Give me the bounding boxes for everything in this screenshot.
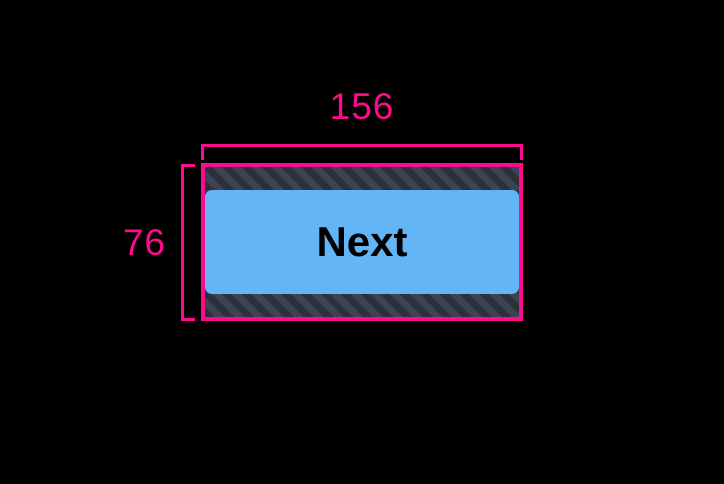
- width-dimension-label: 156: [329, 86, 395, 127]
- spacing-region-top: [205, 167, 519, 190]
- width-measurement-bracket: [201, 144, 523, 160]
- height-dimension-label: 76: [122, 222, 166, 263]
- measured-element-bounds: Next: [201, 163, 523, 321]
- spacing-region-bottom: [205, 294, 519, 317]
- next-button[interactable]: Next: [205, 190, 519, 294]
- height-measurement-bracket: [181, 164, 195, 321]
